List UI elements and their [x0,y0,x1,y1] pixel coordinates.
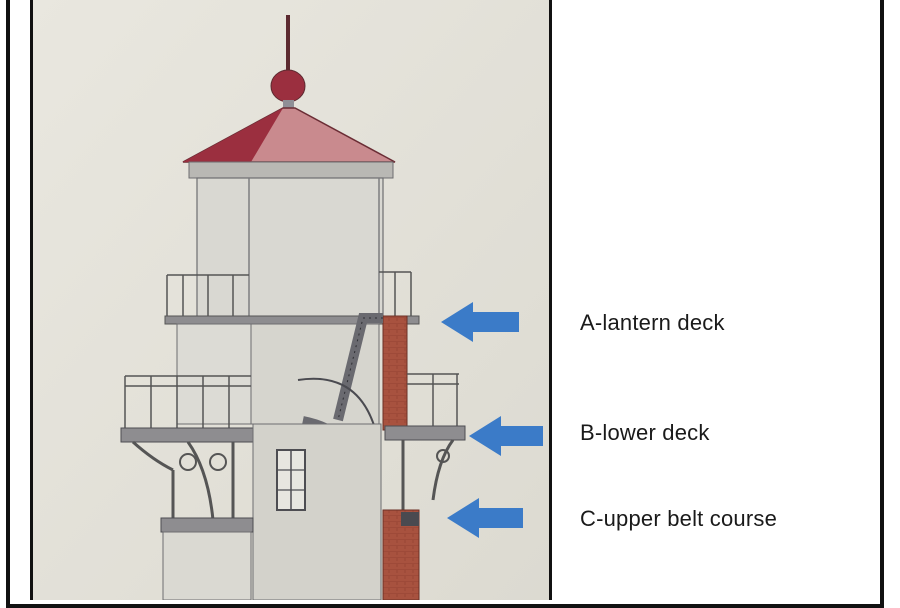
lighthouse-drawing [30,0,552,600]
label-lower-deck: B-lower deck [580,420,710,445]
finial-ball [270,69,306,103]
belt-course-left [160,517,254,533]
arrow-left-icon [447,498,523,538]
lower-deck-railing-left [124,375,251,430]
arrow-c [447,498,523,538]
brick-wall-upper [382,315,408,431]
label-lantern-deck: A-lantern deck [580,310,725,335]
upper-belt-course [401,512,419,526]
arrow-b [469,416,543,456]
lower-deck-railing-right [407,373,459,428]
lantern-room [196,177,384,319]
deck-brackets-left [131,440,235,521]
lower-deck-left [120,427,254,443]
deck-brackets-right [401,439,455,510]
lighthouse-elevation-svg [33,0,549,600]
finial-neck [283,100,294,114]
lantern-deck-railing-left [166,274,249,318]
lower-deck-right [384,425,466,441]
roof-cornice [188,161,394,179]
lantern-roof-shadow [183,108,283,162]
arrow-left-icon [469,416,543,456]
arrow-a [441,302,519,342]
lantern-deck-railing-right [379,271,412,316]
arrow-left-icon [441,302,519,342]
label-upper-belt-course: C-upper belt course [580,506,778,531]
